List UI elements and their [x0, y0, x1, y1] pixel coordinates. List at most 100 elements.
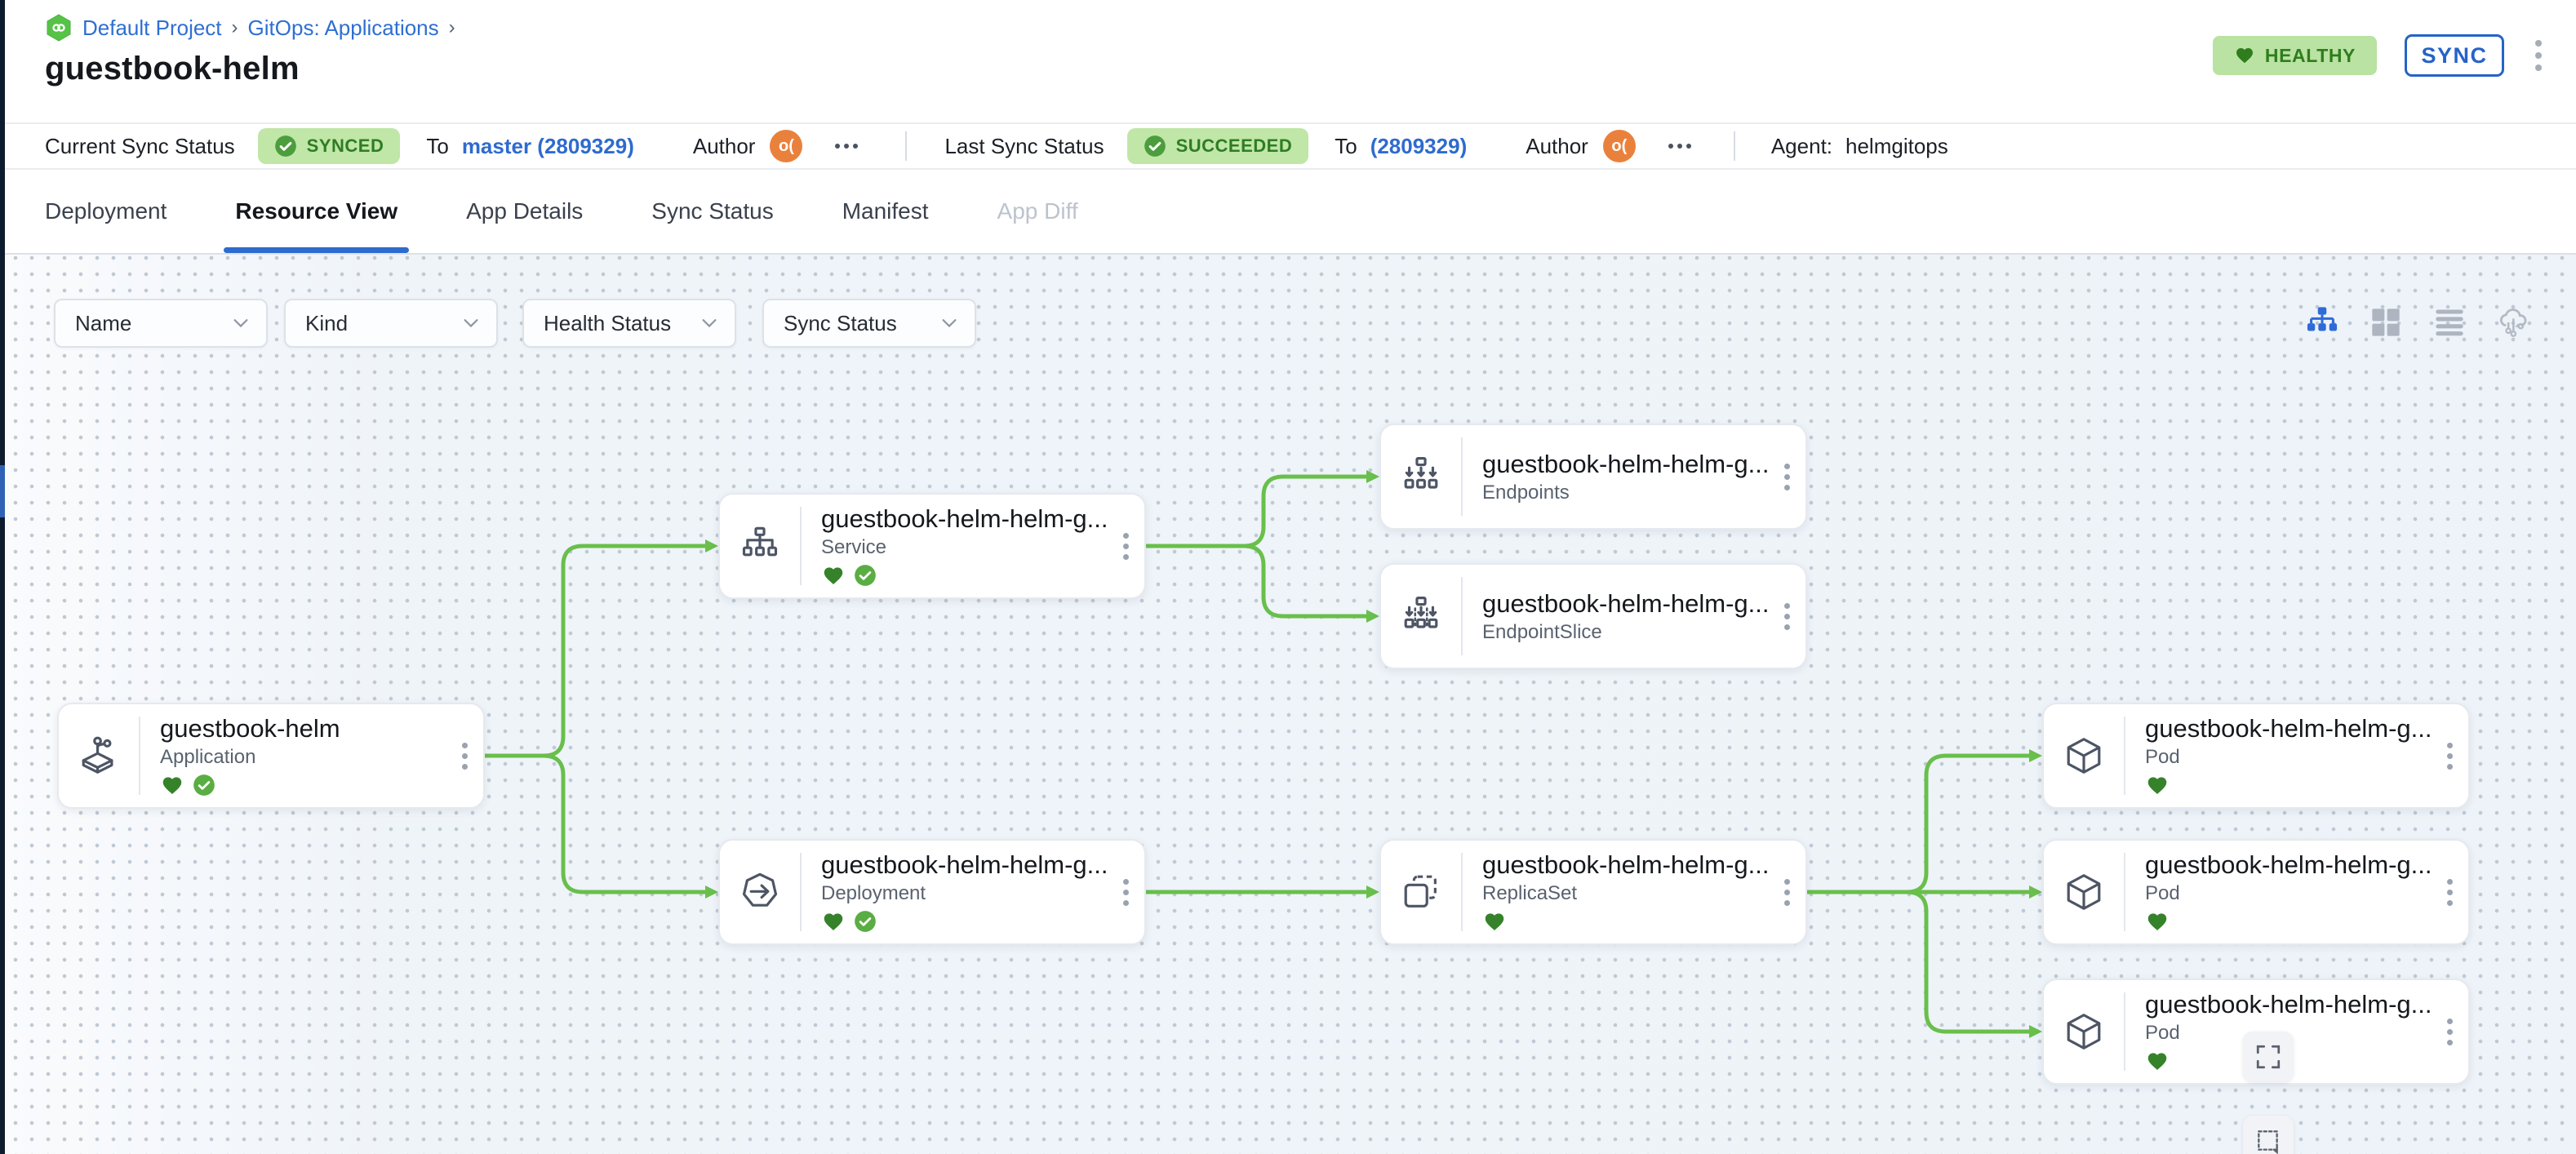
chevron-down-icon: [942, 318, 957, 327]
sidebar-active-indicator: [0, 465, 5, 517]
tab-sync-status[interactable]: Sync Status: [651, 198, 774, 224]
graph-node-application[interactable]: guestbook-helm Application: [57, 703, 485, 809]
application-icon: [59, 735, 139, 777]
divider: [800, 507, 802, 585]
breadcrumb-separator: ›: [448, 16, 455, 38]
node-kind: Pod: [2145, 882, 2180, 904]
filter-kind-dropdown[interactable]: Kind: [284, 299, 498, 348]
graph-node-replicaset[interactable]: guestbook-helm-helm-g... ReplicaSet: [1379, 839, 1807, 945]
graph-node-pod-2[interactable]: guestbook-helm-helm-g... Pod: [2042, 839, 2470, 945]
current-sync-label: Current Sync Status: [45, 133, 235, 158]
tree-view-toggle[interactable]: [2305, 305, 2339, 340]
author-avatar: o(: [1602, 130, 1636, 162]
marquee-select-button[interactable]: [2243, 1116, 2294, 1154]
node-menu-kebab-icon[interactable]: [446, 742, 483, 770]
node-title: guestbook-helm-helm-g...: [821, 850, 1107, 879]
node-menu-kebab-icon[interactable]: [1768, 878, 1805, 906]
more-authors-button[interactable]: [830, 139, 863, 153]
service-icon: [720, 525, 800, 567]
grid-view-toggle[interactable]: [2369, 305, 2403, 340]
node-title: guestbook-helm-helm-g...: [1482, 449, 1768, 478]
node-menu-kebab-icon[interactable]: [2431, 1018, 2468, 1045]
tab-app-diff[interactable]: App Diff: [997, 198, 1078, 224]
grid-view-icon: [2372, 308, 2400, 336]
cloud-view-toggle[interactable]: [2496, 305, 2530, 340]
sync-button[interactable]: SYNC: [2405, 34, 2504, 77]
tab-manifest[interactable]: Manifest: [842, 198, 929, 224]
breadcrumb-project[interactable]: Default Project: [82, 15, 222, 40]
zoom-to-fit-button[interactable]: [2243, 1032, 2294, 1082]
synced-check-icon: [193, 775, 215, 796]
graph-node-service[interactable]: guestbook-helm-helm-g... Service: [718, 493, 1146, 599]
graph-node-deployment[interactable]: guestbook-helm-helm-g... Deployment: [718, 839, 1146, 945]
healthy-heart-icon: [162, 776, 182, 794]
node-kind: Service: [821, 536, 887, 558]
author-label: Author: [692, 133, 756, 158]
node-menu-kebab-icon[interactable]: [2431, 742, 2468, 770]
app-menu-kebab-icon[interactable]: [2532, 37, 2545, 74]
to-label: To: [426, 133, 449, 158]
node-kind: Deployment: [821, 882, 926, 904]
pod-icon: [2044, 871, 2124, 913]
node-status: [2145, 909, 2431, 934]
healthy-heart-icon: [2147, 912, 2167, 930]
tab-app-details[interactable]: App Details: [466, 198, 584, 224]
resource-graph-canvas: Name Kind Health Status Sync Status: [0, 255, 2576, 1154]
current-revision-link[interactable]: master (2809329): [461, 133, 634, 158]
heart-icon: [2236, 48, 2253, 64]
node-title: guestbook-helm-helm-g...: [1482, 850, 1768, 879]
resource-graph-edges: [482, 470, 2042, 1038]
chevron-down-icon: [233, 318, 248, 327]
node-kind: Application: [160, 746, 256, 768]
endpointslice-icon: [1381, 595, 1461, 637]
pod-icon: [2044, 1010, 2124, 1053]
divider: [1461, 437, 1463, 516]
list-view-toggle[interactable]: [2432, 305, 2467, 340]
replicaset-icon: [1381, 871, 1461, 913]
page-header: Default Project › GitOps: Applications ›…: [0, 0, 2576, 122]
node-menu-kebab-icon[interactable]: [1107, 532, 1144, 560]
divider: [2124, 717, 2125, 795]
tab-deployment[interactable]: Deployment: [45, 198, 167, 224]
collapsed-sidebar[interactable]: [0, 0, 5, 1154]
node-title: guestbook-helm-helm-g...: [2145, 714, 2431, 743]
graph-node-pod-1[interactable]: guestbook-helm-helm-g... Pod: [2042, 703, 2470, 809]
node-menu-kebab-icon[interactable]: [1107, 878, 1144, 906]
filter-health-status-dropdown[interactable]: Health Status: [522, 299, 736, 348]
divider: [1733, 131, 1735, 161]
page-title: guestbook-helm: [45, 51, 300, 87]
graph-node-endpointslice[interactable]: guestbook-helm-helm-g... EndpointSlice: [1379, 563, 1807, 669]
divider: [800, 853, 802, 931]
healthy-heart-icon: [824, 566, 843, 584]
tab-resource-view[interactable]: Resource View: [224, 170, 409, 253]
to-label: To: [1335, 133, 1357, 158]
healthy-heart-icon: [2147, 1052, 2167, 1070]
last-revision-link[interactable]: (2809329): [1370, 133, 1468, 158]
view-toggle-group: [2305, 305, 2530, 340]
divider: [2124, 992, 2125, 1071]
synced-check-icon: [855, 911, 876, 932]
node-menu-kebab-icon[interactable]: [2431, 878, 2468, 906]
divider: [2124, 853, 2125, 931]
healthy-heart-icon: [1485, 912, 1504, 930]
synced-badge: SYNCED: [257, 128, 401, 164]
node-status: [2145, 773, 2431, 797]
filter-name-dropdown[interactable]: Name: [54, 299, 268, 348]
node-menu-kebab-icon[interactable]: [1768, 602, 1805, 630]
graph-node-endpoints[interactable]: guestbook-helm-helm-g... Endpoints: [1379, 424, 1807, 530]
divider: [1461, 853, 1463, 931]
filter-sync-status-dropdown[interactable]: Sync Status: [762, 299, 976, 348]
breadcrumb-section[interactable]: GitOps: Applications: [247, 15, 439, 40]
tab-bar: Deployment Resource View App Details Syn…: [0, 170, 2576, 255]
node-menu-kebab-icon[interactable]: [1768, 463, 1805, 490]
node-status: [821, 563, 1107, 588]
node-status: [821, 909, 1107, 934]
more-authors-button[interactable]: [1663, 139, 1696, 153]
endpoints-icon: [1381, 455, 1461, 498]
divider: [139, 717, 140, 795]
author-label: Author: [1526, 133, 1588, 158]
check-circle-icon: [1144, 135, 1166, 157]
synced-check-icon: [855, 565, 876, 586]
node-kind: ReplicaSet: [1482, 882, 1578, 904]
last-sync-label: Last Sync Status: [944, 133, 1104, 158]
